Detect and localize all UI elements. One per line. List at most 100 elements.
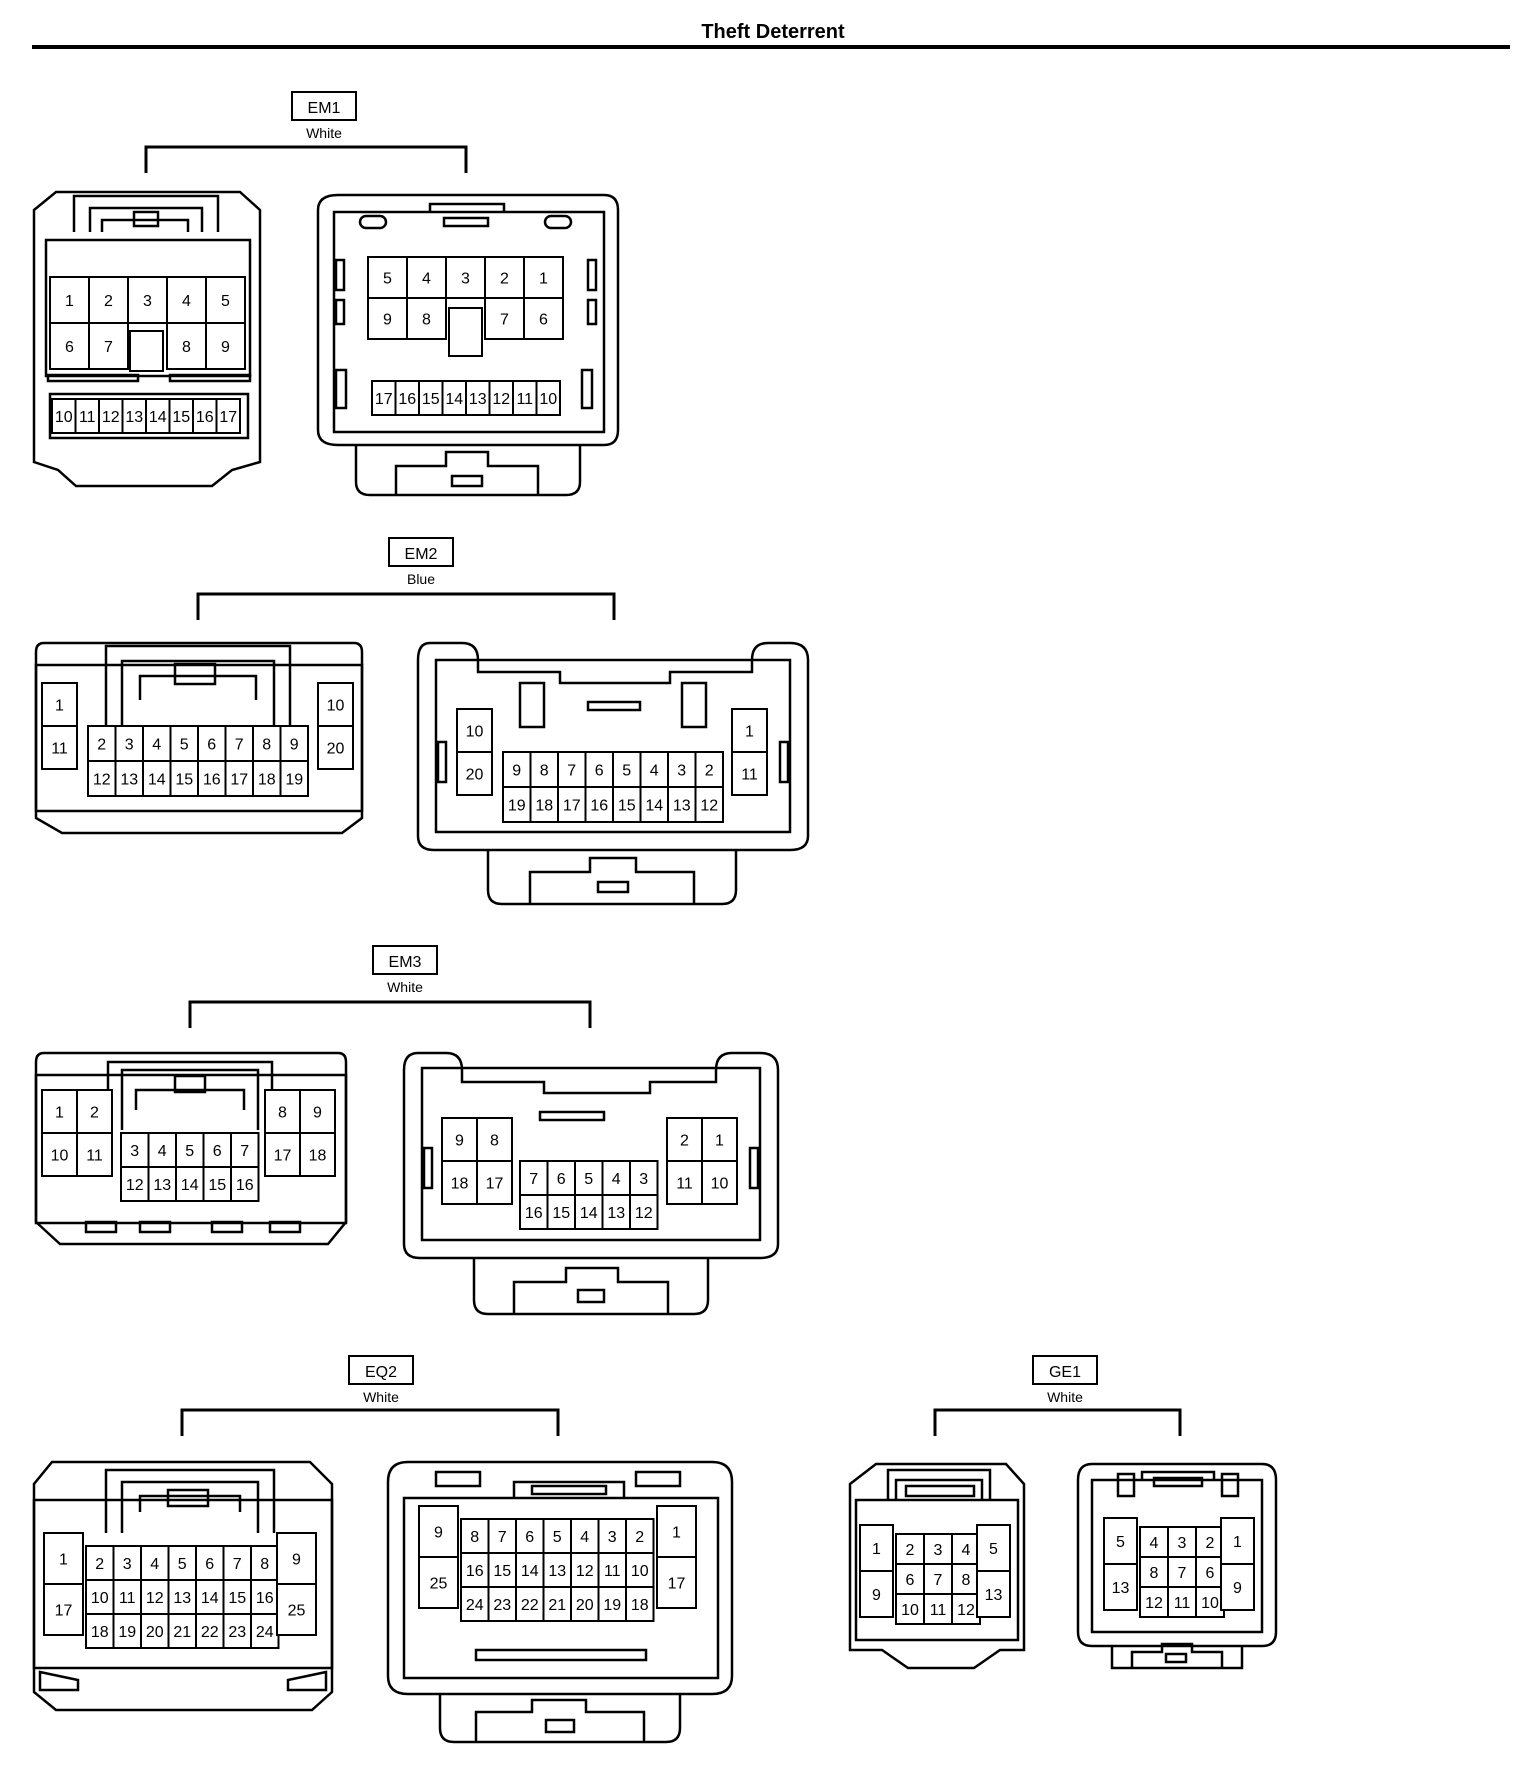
pin-number: 12	[576, 1563, 594, 1580]
em1-right-lock-housing	[354, 445, 582, 497]
ge1-right-lock-tab	[1164, 1652, 1188, 1664]
ge1-right-housing	[1076, 1462, 1278, 1648]
pin-number: 16	[256, 1590, 274, 1607]
pin-number: 18	[309, 1148, 327, 1165]
pin-number: 8	[182, 339, 191, 356]
pin-cell-ge1-right-3	[1167, 1526, 1197, 1558]
pin-number: 12	[102, 409, 120, 426]
pin-number: 12	[492, 391, 510, 408]
pin-number: 6	[539, 312, 548, 329]
pin-cell-eq2-right-12	[570, 1552, 600, 1588]
pin-number: 14	[580, 1205, 598, 1222]
pin-number: 10	[55, 409, 73, 426]
em3-left-foot	[84, 1220, 118, 1234]
pin-number: 4	[962, 1542, 971, 1559]
connector-color: White	[387, 979, 423, 995]
pin-cell-em2-right-13	[667, 786, 697, 823]
em1-right-housing	[316, 193, 620, 447]
ge1-left-inner	[854, 1498, 1020, 1642]
pin-cell-em3-left-2	[76, 1089, 113, 1134]
ge1-left-latch-outer	[886, 1468, 992, 1500]
pin-cell-em3-right-11	[666, 1160, 703, 1205]
em1-right-clip	[543, 214, 573, 230]
blank-cavity	[129, 330, 164, 372]
pin-number: 5	[584, 1171, 593, 1188]
pin-cell-eq2-right-7	[487, 1518, 517, 1554]
eq2-left-latch-inner	[120, 1480, 260, 1533]
pin-number: 17	[563, 798, 581, 815]
connector-id: EM2	[405, 546, 438, 563]
pin-number: 23	[493, 1597, 511, 1614]
pin-number: 6	[65, 339, 74, 356]
pin-number: 4	[650, 763, 659, 780]
pin-cell-em1-right-8	[406, 297, 447, 340]
pin-number: 14	[149, 409, 167, 426]
pin-cell-em1-right-6	[523, 297, 564, 340]
pin-number: 15	[493, 1563, 511, 1580]
connector-id: EM3	[389, 954, 422, 971]
pin-number: 5	[180, 737, 189, 754]
eq2-right-housing	[386, 1460, 734, 1696]
pin-cell-em3-left-17	[264, 1132, 301, 1177]
em1-right-side-key	[334, 258, 346, 292]
pin-cell-ge1-left-13	[976, 1570, 1011, 1618]
pin-number: 14	[148, 772, 166, 789]
pin-cell-em2-right-11	[731, 751, 768, 796]
pin-cell-em2-right-17	[557, 786, 587, 823]
pin-number: 3	[608, 1529, 617, 1546]
pin-number: 11	[516, 391, 533, 408]
eq2-left-latch-tab	[138, 1494, 242, 1512]
pin-number: 2	[90, 1105, 99, 1122]
pin-number: 17	[274, 1148, 292, 1165]
pin-number: 4	[1150, 1535, 1159, 1552]
em3-right-side-key	[422, 1146, 434, 1190]
pin-number: 6	[557, 1171, 566, 1188]
pin-cell-em2-left-11	[41, 725, 78, 770]
eq2-left-inner	[32, 1498, 334, 1670]
pin-number: 10	[327, 698, 345, 715]
pin-cell-em1-right-1	[523, 256, 564, 299]
pin-cell-em2-left-15	[169, 760, 199, 797]
eq2-right-lock-tab	[544, 1718, 576, 1734]
pin-cell-em2-left-14	[142, 760, 172, 797]
em2-right-post	[680, 681, 708, 729]
pin-cell-em3-right-2	[666, 1117, 703, 1162]
pin-cell-em1-left-7	[88, 322, 129, 370]
pin-cell-em2-left-4	[142, 725, 172, 762]
pin-cell-em1-left-6	[49, 322, 90, 370]
pin-cell-em2-right-6	[584, 751, 614, 788]
connector-color: Blue	[407, 571, 435, 587]
pin-cell-em2-right-9	[502, 751, 532, 788]
pin-number: 8	[262, 737, 271, 754]
pin-number: 15	[618, 798, 636, 815]
pin-number: 13	[469, 391, 487, 408]
ge1-left-latch-inner	[894, 1478, 984, 1500]
pin-cell-em1-right-10	[535, 380, 561, 416]
pin-number: 22	[201, 1624, 219, 1641]
blank-cavity	[448, 307, 483, 357]
pin-cell-em3-left-16	[230, 1166, 260, 1202]
pin-number: 7	[104, 339, 113, 356]
pin-number: 11	[86, 1148, 103, 1165]
connector-color: White	[306, 125, 342, 141]
eq2-right-inner	[402, 1496, 720, 1680]
em1-left-latch-knob	[132, 210, 160, 228]
em1-right-side-key	[580, 368, 594, 410]
ge1-right-inner	[1090, 1478, 1264, 1634]
pin-number: 2	[500, 271, 509, 288]
pin-number: 9	[434, 1525, 443, 1542]
pin-cell-em2-right-12	[694, 786, 724, 823]
pin-number: 25	[430, 1576, 448, 1593]
pin-cell-em2-left-12	[87, 760, 117, 797]
pin-number: 17	[486, 1176, 504, 1193]
em2-right-lock-tab	[596, 880, 630, 894]
pin-number: 6	[1206, 1565, 1215, 1582]
pin-number: 14	[201, 1590, 219, 1607]
em1-right-side-key	[586, 258, 598, 292]
eq2-left-latch-outer	[104, 1468, 276, 1533]
pin-number: 3	[639, 1171, 648, 1188]
eq2-left-foot	[286, 1670, 328, 1692]
eq2-right-latch-slot	[634, 1470, 682, 1488]
